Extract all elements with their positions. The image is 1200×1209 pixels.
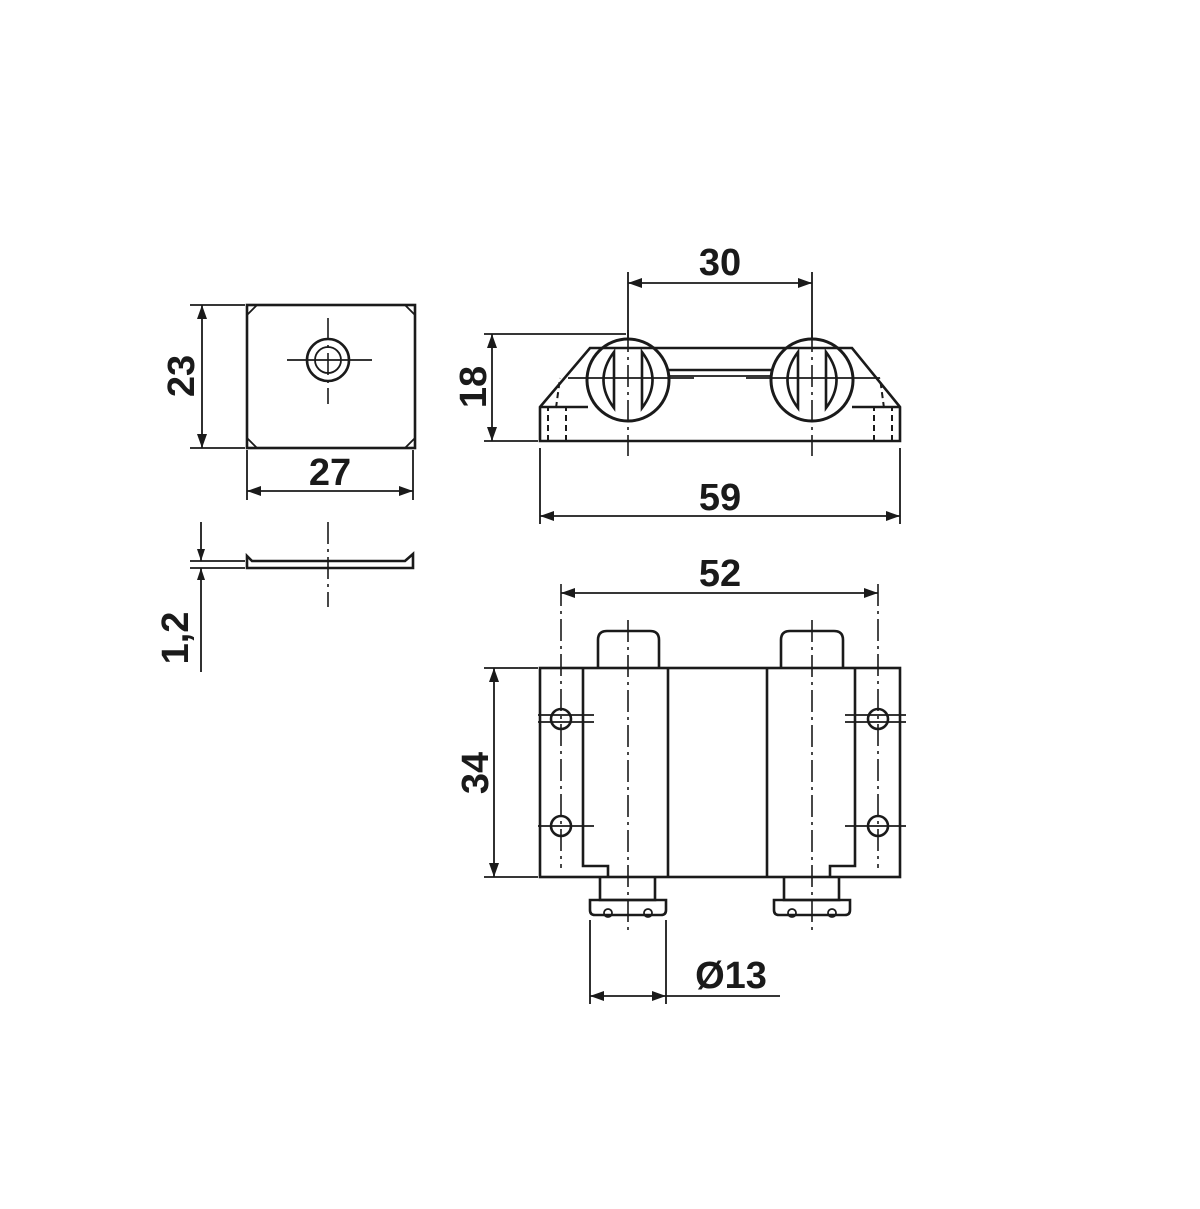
dim-body-depth: 34 — [455, 667, 538, 878]
dim-hole-spacing: 52 — [561, 553, 878, 598]
label-plate-width: 27 — [309, 452, 351, 494]
label-plate-thickness: 1,2 — [155, 612, 197, 665]
label-plate-height: 23 — [161, 355, 203, 397]
label-pin-diameter: Ø13 — [695, 955, 767, 997]
label-body-depth: 34 — [455, 752, 497, 794]
label-pin-spacing: 30 — [699, 242, 741, 284]
dim-plate-thickness: 1,2 — [155, 522, 245, 672]
catch-top-view — [538, 584, 906, 935]
strike-plate-top-view — [245, 303, 417, 450]
dim-pin-diameter: Ø13 — [589, 920, 780, 1004]
dim-body-height: 18 — [453, 333, 626, 442]
dim-plate-height: 23 — [161, 304, 245, 449]
dim-pin-spacing: 30 — [627, 242, 813, 340]
label-body-height: 18 — [453, 366, 495, 408]
label-body-length: 59 — [699, 477, 741, 519]
strike-plate-side-view — [245, 522, 415, 607]
label-hole-spacing: 52 — [699, 553, 741, 595]
catch-front-view — [538, 330, 902, 456]
dim-plate-width: 27 — [246, 450, 414, 500]
dim-body-length: 59 — [539, 448, 901, 524]
